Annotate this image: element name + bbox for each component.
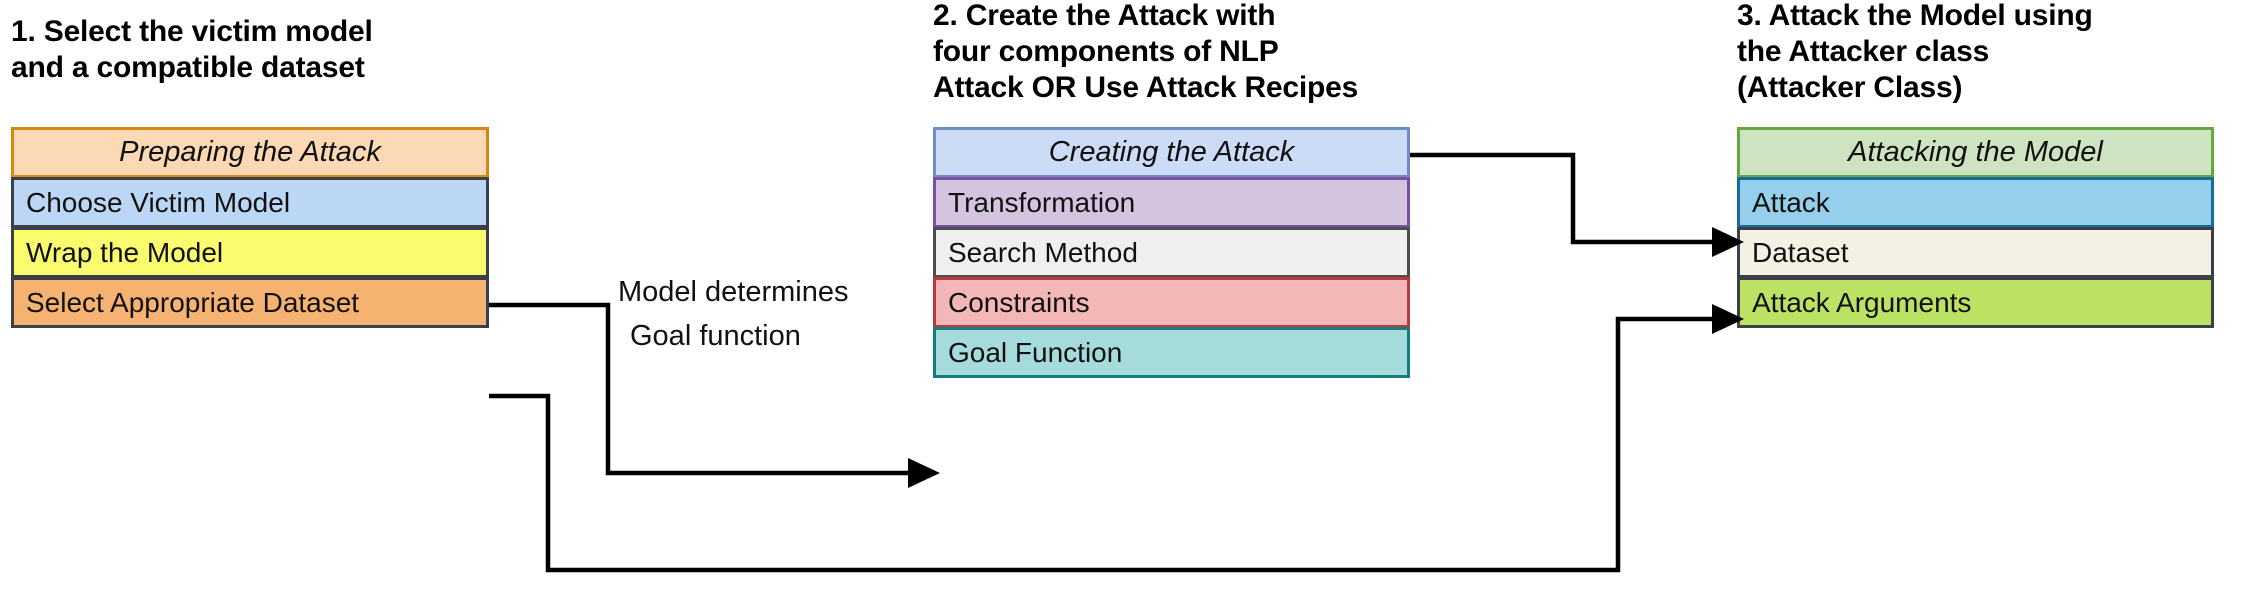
edge-label-model-determines: Model determines: [618, 276, 849, 308]
box-choose-victim-model[interactable]: Choose Victim Model: [11, 177, 489, 228]
box-select-appropriate-dataset[interactable]: Select Appropriate Dataset: [11, 277, 489, 328]
stack-creating-the-attack: Creating the Attack Transformation Searc…: [933, 127, 1410, 378]
box-search-method[interactable]: Search Method: [933, 227, 1410, 278]
box-constraints[interactable]: Constraints: [933, 277, 1410, 328]
box-attack-arguments[interactable]: Attack Arguments: [1737, 277, 2214, 328]
connector-creating-the-attack-to-attack: [1410, 152, 1744, 257]
column-heading-prepare: 1. Select the victim model and a compati…: [11, 15, 373, 84]
box-attack[interactable]: Attack: [1737, 177, 2214, 228]
box-creating-the-attack-header[interactable]: Creating the Attack: [933, 127, 1410, 178]
column-heading-attack: 3. Attack the Model using the Attacker c…: [1737, 0, 2093, 104]
box-dataset[interactable]: Dataset: [1737, 227, 2214, 278]
box-goal-function[interactable]: Goal Function: [933, 327, 1410, 378]
box-transformation[interactable]: Transformation: [933, 177, 1410, 228]
stack-preparing-the-attack: Preparing the Attack Choose Victim Model…: [11, 127, 489, 328]
stack-attacking-the-model: Attacking the Model Attack Dataset Attac…: [1737, 127, 2214, 328]
box-wrap-the-model[interactable]: Wrap the Model: [11, 227, 489, 278]
column-heading-create: 2. Create the Attack with four component…: [933, 0, 1359, 104]
edge-label-goal-function: Goal function: [630, 320, 801, 352]
box-attacking-the-model-header[interactable]: Attacking the Model: [1737, 127, 2214, 178]
box-preparing-the-attack-header[interactable]: Preparing the Attack: [11, 127, 489, 178]
